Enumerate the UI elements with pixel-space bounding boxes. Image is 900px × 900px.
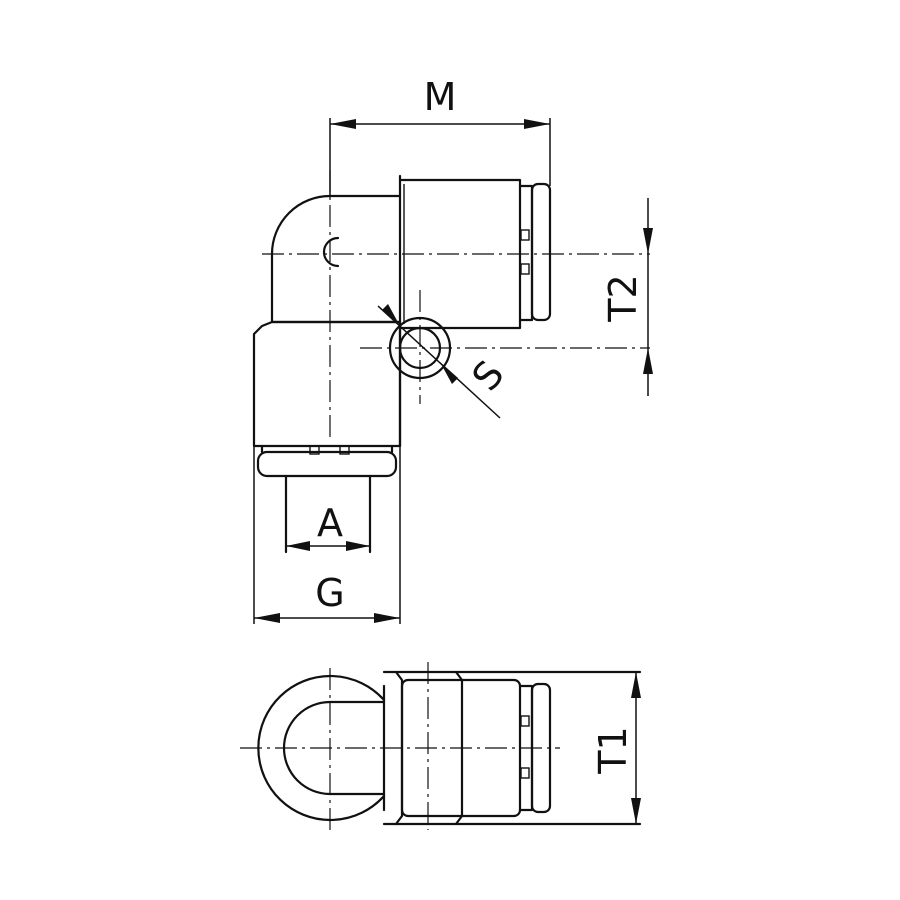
elbow-collar: [252, 320, 402, 448]
t1-arrow-top: [631, 672, 641, 698]
a-arrow-left: [286, 541, 310, 551]
slot-right: [339, 445, 350, 455]
slot-left: [309, 445, 320, 455]
t2-arrow-bottom: [643, 348, 653, 374]
label-A: A: [317, 501, 343, 545]
horizontal-collet-ring: [518, 184, 534, 322]
label-T1: T1: [591, 726, 635, 774]
m-arrow-right: [524, 119, 550, 129]
m-arrow-left: [330, 119, 356, 129]
a-arrow-right: [346, 541, 370, 551]
s-arrow-upper: [382, 304, 400, 326]
slot-lower: [520, 263, 530, 275]
round-end-inner: [282, 700, 386, 796]
vertical-release-ring: [256, 450, 398, 478]
elbow-side-view: [240, 662, 642, 830]
horizontal-release-ring: [530, 182, 552, 322]
slot-upper: [520, 229, 530, 241]
t2-arrow-top: [643, 228, 653, 254]
s-dimension-line: [377, 305, 501, 419]
side-slot-upper: [520, 715, 530, 727]
dimension-M: M: [329, 75, 551, 196]
c-mark: [322, 236, 340, 268]
dimension-G: G: [253, 446, 401, 624]
label-M: M: [424, 75, 457, 119]
g-arrow-right: [374, 613, 400, 623]
g-arrow-left: [254, 613, 280, 623]
elbow-body-outline: [270, 194, 402, 324]
t1-arrow-bottom: [631, 798, 641, 824]
dimension-T1: T1: [591, 672, 641, 824]
s-arrow-lower: [440, 362, 458, 384]
elbow-front-view: [252, 170, 650, 554]
side-slot-lower: [520, 767, 530, 779]
label-G: G: [315, 571, 344, 615]
dimension-A: A: [286, 501, 370, 551]
label-T2: T2: [601, 274, 645, 322]
dimension-T2: T2: [601, 198, 653, 396]
